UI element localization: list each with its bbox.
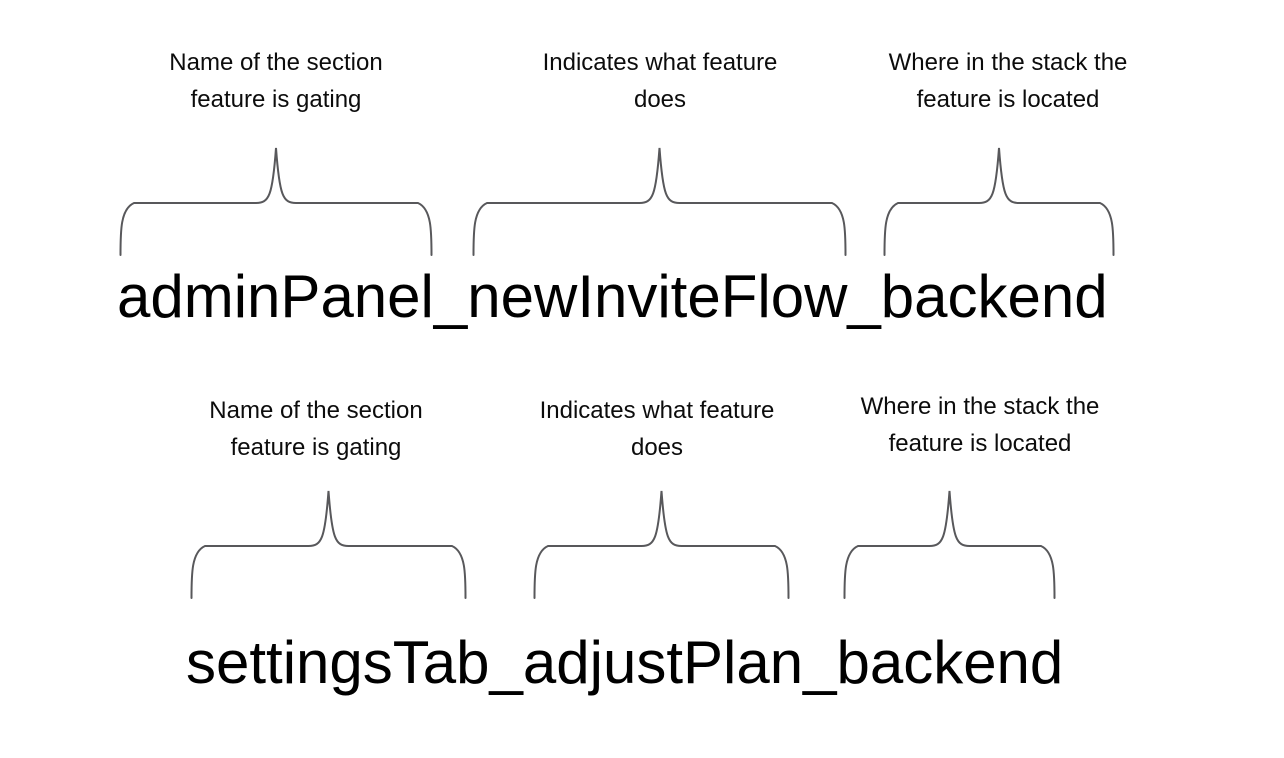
curly-brace-purpose [533,490,790,599]
annotation-label-stack: Where in the stack the feature is locate… [828,44,1188,118]
annotation-label-line: Name of the section [209,397,423,424]
curly-brace-section [119,147,433,256]
annotation-label-line: does [630,434,684,461]
annotation-label-stack: Where in the stack the feature is locate… [800,388,1160,462]
annotation-label-purpose: Indicates what feature does [477,392,837,466]
annotation-label-line: Where in the stack the [888,49,1128,76]
annotation-label-purpose: Indicates what feature does [480,44,840,118]
annotation-label-line: Name of the section [169,49,383,76]
annotation-label-line: feature is located [916,86,1100,113]
annotation-label-section: Name of the section feature is gating [96,44,456,118]
annotation-label-line: feature is located [888,430,1072,457]
annotation-label-line: Where in the stack the [860,393,1100,420]
annotation-label-line: feature is gating [190,86,362,113]
curly-brace-stack [883,147,1115,256]
annotation-label-line: does [633,86,687,113]
annotation-label-line: Indicates what feature [542,49,778,76]
flag-name-1: adminPanel_newInviteFlow_backend [117,263,1108,330]
curly-brace-purpose [472,147,847,256]
annotation-label-section: Name of the section feature is gating [136,392,496,466]
flag-name-2: settingsTab_adjustPlan_backend [186,629,1064,696]
annotation-label-line: Indicates what feature [539,397,775,424]
curly-brace-stack [843,490,1056,599]
annotation-label-line: feature is gating [230,434,402,461]
curly-brace-section [190,490,467,599]
